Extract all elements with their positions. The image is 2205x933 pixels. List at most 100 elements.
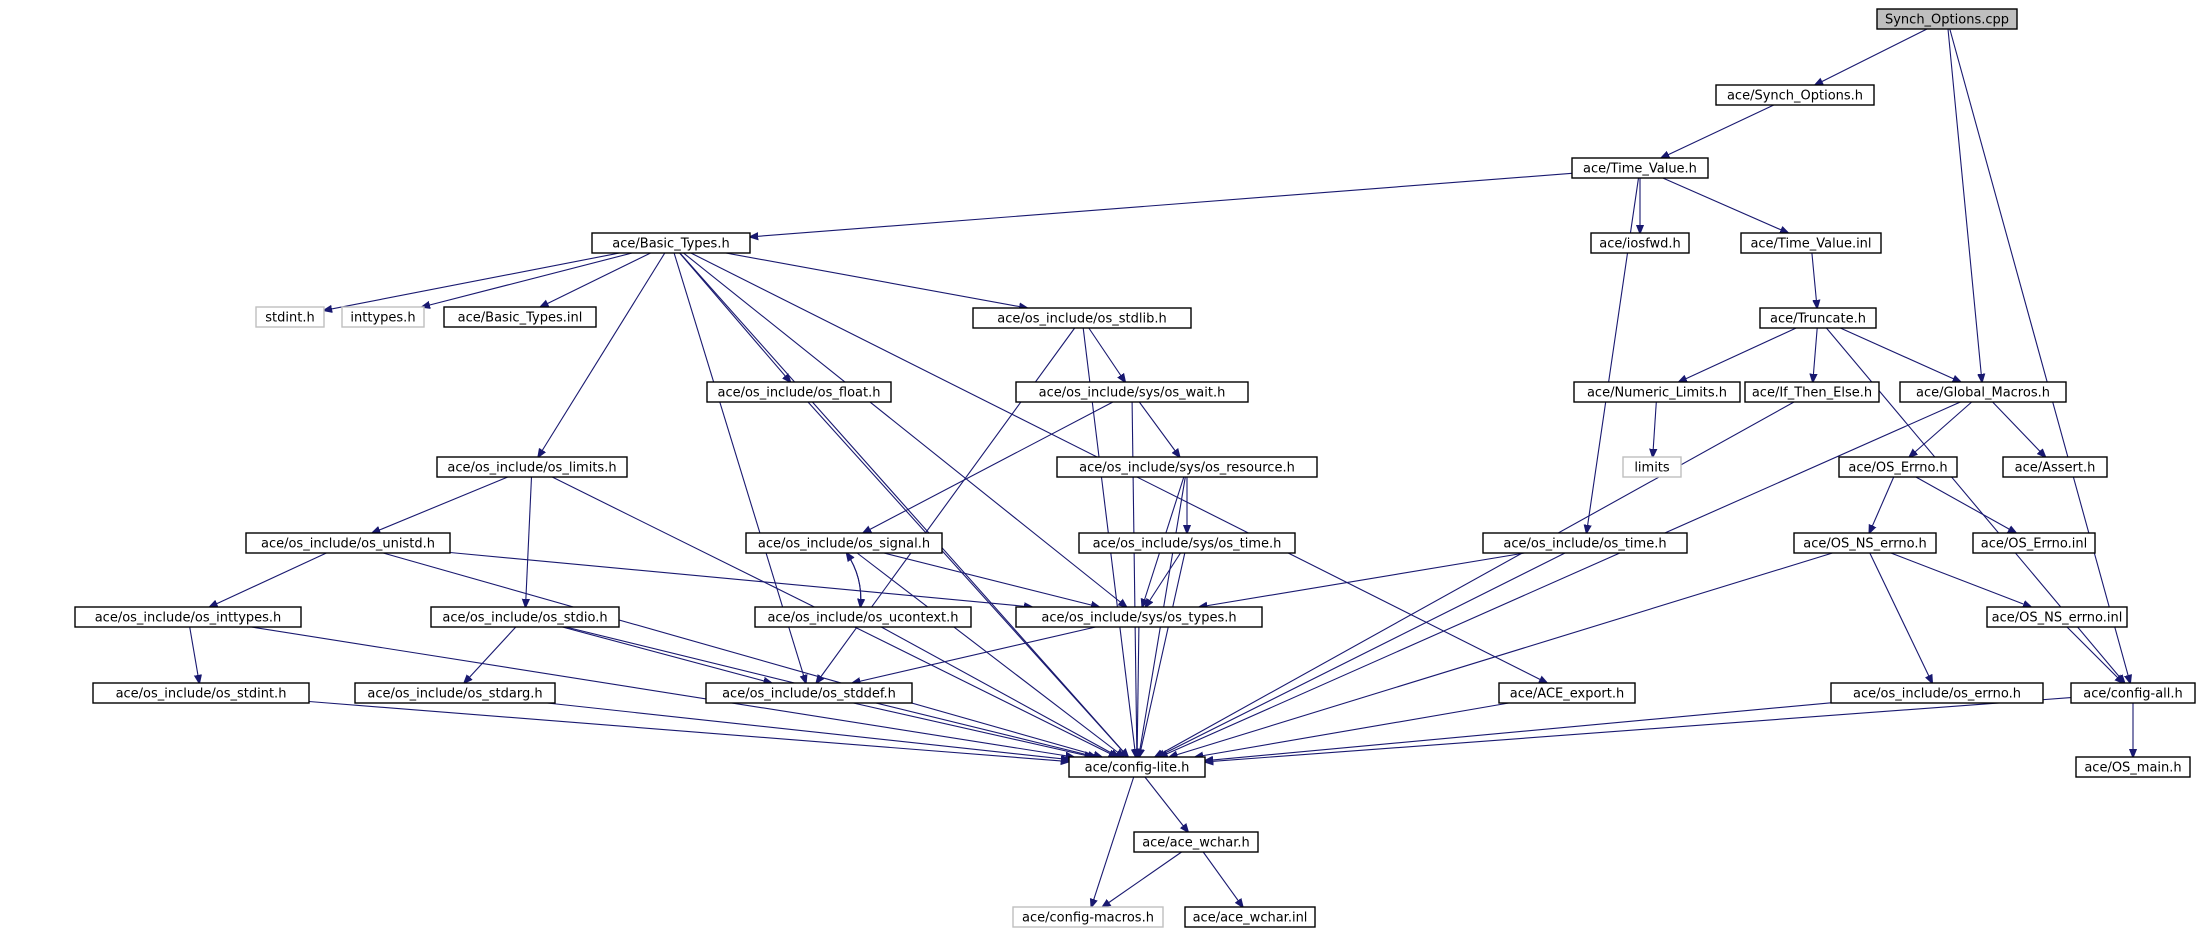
edge-glob-to-assert: [1992, 401, 2046, 457]
node-box[interactable]: [1482, 532, 1688, 554]
node-ostime[interactable]: ace/os_include/os_time.h: [1482, 532, 1688, 554]
node-stdarg[interactable]: ace/os_include/os_stdarg.h: [354, 682, 556, 704]
node-box[interactable]: [2075, 756, 2191, 778]
node-box[interactable]: [92, 682, 310, 704]
node-box[interactable]: [705, 682, 913, 704]
node-box[interactable]: [754, 606, 972, 628]
node-btinl[interactable]: ace/Basic_Types.inl: [443, 306, 597, 328]
node-box[interactable]: [1015, 381, 1249, 403]
node-box[interactable]: [430, 606, 620, 628]
node-box[interactable]: [1133, 831, 1259, 853]
node-numlim[interactable]: ace/Numeric_Limits.h: [1573, 381, 1741, 403]
node-box[interactable]: [1184, 906, 1316, 928]
node-box[interactable]: [1744, 381, 1880, 403]
node-box[interactable]: [1793, 532, 1937, 554]
node-stdint[interactable]: stdint.h: [255, 306, 325, 328]
edge-wchar-to-wcharinl: [1202, 851, 1243, 907]
node-box[interactable]: [1876, 8, 2018, 30]
node-iosfwd[interactable]: ace/iosfwd.h: [1590, 232, 1690, 254]
node-assert[interactable]: ace/Assert.h: [2002, 456, 2108, 478]
node-box[interactable]: [1571, 157, 1709, 179]
node-resource[interactable]: ace/os_include/sys/os_resource.h: [1056, 456, 1318, 478]
node-ucontext[interactable]: ace/os_include/os_ucontext.h: [754, 606, 972, 628]
node-ifthen[interactable]: ace/If_Then_Else.h: [1744, 381, 1880, 403]
node-box[interactable]: [255, 306, 325, 328]
node-label: ace/os_include/os_unistd.h: [261, 537, 435, 552]
node-stddef[interactable]: ace/os_include/os_stddef.h: [705, 682, 913, 704]
node-osstdint[interactable]: ace/os_include/os_stdint.h: [92, 682, 310, 704]
node-nserrno[interactable]: ace/OS_NS_errno.h: [1793, 532, 1937, 554]
node-box[interactable]: [354, 682, 556, 704]
edge-export-to-cfglite: [1195, 702, 1509, 757]
node-export[interactable]: ace/ACE_export.h: [1498, 682, 1636, 704]
node-box[interactable]: [972, 307, 1192, 329]
node-stdlib[interactable]: ace/os_include/os_stdlib.h: [972, 307, 1192, 329]
edge-oserrnoh-to-cfglite: [1205, 702, 1832, 761]
node-box[interactable]: [341, 306, 425, 328]
node-box[interactable]: [1498, 682, 1636, 704]
node-limits[interactable]: limits: [1622, 456, 1682, 478]
node-box[interactable]: [745, 532, 943, 554]
node-label: ace/os_include/os_stdint.h: [116, 687, 287, 702]
node-label: ace/os_include/os_stdio.h: [442, 611, 607, 626]
node-box[interactable]: [1622, 456, 1682, 478]
node-box[interactable]: [1838, 456, 1958, 478]
node-osinttypes[interactable]: ace/os_include/os_inttypes.h: [74, 606, 302, 628]
node-basic[interactable]: ace/Basic_Types.h: [591, 232, 751, 254]
edge-glob-to-oserrno: [1909, 401, 1973, 457]
node-wait[interactable]: ace/os_include/sys/os_wait.h: [1015, 381, 1249, 403]
node-cfgmacros[interactable]: ace/config-macros.h: [1012, 906, 1164, 928]
node-box[interactable]: [1759, 307, 1877, 329]
node-box[interactable]: [1972, 532, 2096, 554]
node-box[interactable]: [436, 456, 628, 478]
node-box[interactable]: [1899, 381, 2067, 403]
node-osmain[interactable]: ace/OS_main.h: [2075, 756, 2191, 778]
node-box[interactable]: [1068, 756, 1206, 778]
node-box[interactable]: [1078, 532, 1296, 554]
node-box[interactable]: [1740, 232, 1882, 254]
edge-trunc-to-glob: [1840, 327, 1960, 382]
node-unistd[interactable]: ace/os_include/os_unistd.h: [245, 532, 451, 554]
node-glob[interactable]: ace/Global_Macros.h: [1899, 381, 2067, 403]
node-oserrnoh[interactable]: ace/os_include/os_errno.h: [1830, 682, 2044, 704]
node-box[interactable]: [591, 232, 751, 254]
node-label: ace/ace_wchar.inl: [1193, 911, 1308, 926]
node-box[interactable]: [1986, 606, 2128, 628]
node-stdio[interactable]: ace/os_include/os_stdio.h: [430, 606, 620, 628]
node-box[interactable]: [2070, 682, 2196, 704]
node-box[interactable]: [1830, 682, 2044, 704]
node-box[interactable]: [1715, 84, 1875, 106]
node-signal[interactable]: ace/os_include/os_signal.h: [745, 532, 943, 554]
node-synch[interactable]: ace/Synch_Options.h: [1715, 84, 1875, 106]
node-trunc[interactable]: ace/Truncate.h: [1759, 307, 1877, 329]
node-oserrno[interactable]: ace/OS_Errno.h: [1838, 456, 1958, 478]
node-box[interactable]: [1015, 606, 1263, 628]
node-box[interactable]: [1012, 906, 1164, 928]
node-nserrnoinl[interactable]: ace/OS_NS_errno.inl: [1986, 606, 2128, 628]
edge-float-to-cfglite: [807, 401, 1128, 757]
node-wchar[interactable]: ace/ace_wchar.h: [1133, 831, 1259, 853]
node-systime[interactable]: ace/os_include/sys/os_time.h: [1078, 532, 1296, 554]
node-label: ace/os_include/os_ucontext.h: [767, 611, 958, 626]
node-cfgall[interactable]: ace/config-all.h: [2070, 682, 2196, 704]
node-box[interactable]: [1573, 381, 1741, 403]
node-float[interactable]: ace/os_include/os_float.h: [706, 381, 892, 403]
node-label: ace/Truncate.h: [1770, 312, 1866, 327]
node-box[interactable]: [1590, 232, 1690, 254]
node-wcharinl[interactable]: ace/ace_wchar.inl: [1184, 906, 1316, 928]
node-tv[interactable]: ace/Time_Value.h: [1571, 157, 1709, 179]
node-errnoinl[interactable]: ace/OS_Errno.inl: [1972, 532, 2096, 554]
node-box[interactable]: [245, 532, 451, 554]
node-tvinl[interactable]: ace/Time_Value.inl: [1740, 232, 1882, 254]
node-root[interactable]: Synch_Options.cpp: [1876, 8, 2018, 30]
node-box[interactable]: [443, 306, 597, 328]
node-box[interactable]: [1056, 456, 1318, 478]
node-box[interactable]: [706, 381, 892, 403]
node-oslimits[interactable]: ace/os_include/os_limits.h: [436, 456, 628, 478]
node-box[interactable]: [2002, 456, 2108, 478]
node-inttypes[interactable]: inttypes.h: [341, 306, 425, 328]
node-cfglite[interactable]: ace/config-lite.h: [1068, 756, 1206, 778]
node-box[interactable]: [74, 606, 302, 628]
node-label: ace/ACE_export.h: [1510, 687, 1624, 702]
node-systypes[interactable]: ace/os_include/sys/os_types.h: [1015, 606, 1263, 628]
